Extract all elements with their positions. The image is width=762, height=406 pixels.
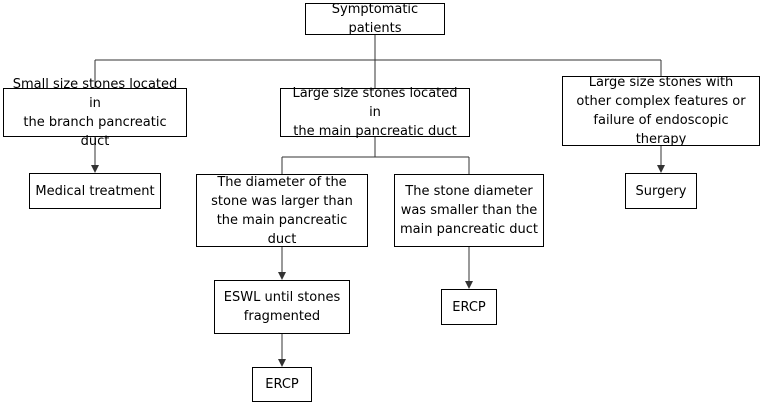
node-eswl-until-fragmented: ESWL until stones fragmented bbox=[214, 280, 350, 334]
node-diameter-larger: The diameter of the stone was larger tha… bbox=[196, 174, 368, 247]
node-ercp-bottom: ERCP bbox=[252, 367, 312, 402]
node-ercp-right: ERCP bbox=[441, 289, 497, 325]
node-medical-treatment: Medical treatment bbox=[29, 173, 161, 209]
node-surgery: Surgery bbox=[625, 173, 697, 209]
node-large-stones-main-duct: Large size stones located in the main pa… bbox=[280, 86, 470, 139]
node-symptomatic-patients: Symptomatic patients bbox=[305, 2, 445, 36]
node-large-stones-complex: Large size stones with other complex fea… bbox=[562, 75, 760, 147]
node-diameter-smaller: The stone diameter was smaller than the … bbox=[394, 174, 544, 247]
node-small-stones-branch-duct: Small size stones located in the branch … bbox=[3, 77, 187, 149]
